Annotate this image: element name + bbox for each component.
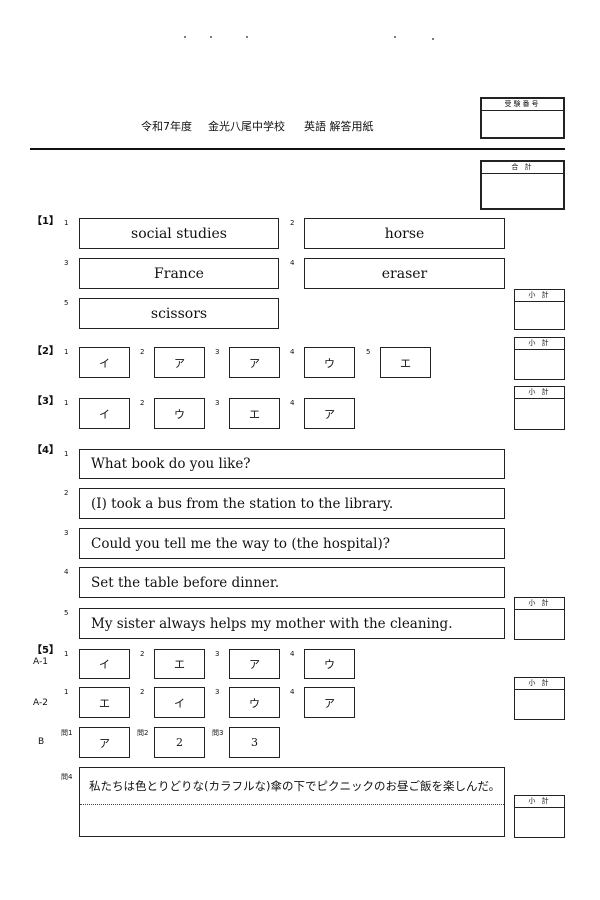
item-number: 1	[64, 450, 69, 458]
answer-box-3-4[interactable]: ア	[304, 398, 355, 429]
subtotal-label: 小 計	[515, 338, 564, 350]
item-number: 2	[140, 399, 145, 407]
answer-box-4-3[interactable]: Could you tell me the way to (the hospit…	[79, 528, 505, 559]
answer-box-5b-3[interactable]: 3	[229, 727, 280, 758]
q4-label: 問4	[61, 773, 73, 781]
header-rule	[30, 148, 565, 150]
answer-box-2-4[interactable]: ウ	[304, 347, 355, 378]
exam-number-box[interactable]: 受験番号	[480, 97, 565, 139]
subtotal-label: 小 計	[515, 796, 564, 808]
item-number: 3	[215, 650, 220, 658]
subtotal-box-2[interactable]: 小 計	[514, 337, 565, 380]
answer-box-3-2[interactable]: ウ	[154, 398, 205, 429]
item-number: 5	[64, 609, 69, 617]
item-number: 1	[64, 650, 69, 658]
answer-box-1-3[interactable]: France	[79, 258, 279, 289]
answer-box-4-1[interactable]: What book do you like?	[79, 449, 505, 479]
answer-box-4-5[interactable]: My sister always helps my mother with th…	[79, 608, 505, 639]
item-number: 4	[290, 348, 295, 356]
answer-box-5b-4[interactable]: 私たちは色とりどりな(カラフルな)傘の下でピクニックのお昼ご飯を楽しんだ。	[79, 767, 505, 837]
item-number: 4	[290, 259, 295, 267]
title-subject: 英語 解答用紙	[304, 120, 374, 133]
answer-box-1-1[interactable]: social studies	[79, 218, 279, 249]
item-number: 4	[290, 688, 295, 696]
answer-box-5a2-4[interactable]: ア	[304, 687, 355, 718]
title-school: 金光八尾中学校	[208, 120, 285, 133]
answer-box-5a2-3[interactable]: ウ	[229, 687, 280, 718]
item-number: 3	[215, 399, 220, 407]
answer-box-2-5[interactable]: エ	[380, 347, 431, 378]
scan-dot	[394, 36, 396, 38]
section-3-label: 【3】	[32, 396, 59, 407]
total-label: 合 計	[482, 162, 563, 174]
item-number: 4	[64, 568, 69, 576]
section-2-label: 【2】	[32, 346, 59, 357]
item-number: 3	[215, 348, 220, 356]
answer-box-2-3[interactable]: ア	[229, 347, 280, 378]
subtotal-label: 小 計	[515, 290, 564, 302]
section-5-label: 【5】	[32, 645, 59, 656]
subtotal-label: 小 計	[515, 387, 564, 399]
item-number: 2	[64, 489, 69, 497]
item-number: 問2	[137, 729, 149, 737]
answer-box-5a2-1[interactable]: エ	[79, 687, 130, 718]
item-number: 4	[290, 650, 295, 658]
part-a2-label: A-2	[33, 698, 48, 708]
item-number: 5	[64, 299, 69, 307]
item-number: 問1	[61, 729, 73, 737]
subtotal-label: 小 計	[515, 598, 564, 610]
item-number: 1	[64, 688, 69, 696]
item-number: 1	[64, 399, 69, 407]
subtotal-box-4[interactable]: 小 計	[514, 597, 565, 640]
item-number: 2	[140, 688, 145, 696]
item-number: 5	[366, 348, 371, 356]
answer-box-5a1-4[interactable]: ウ	[304, 649, 355, 679]
exam-number-label: 受験番号	[482, 99, 563, 111]
answer-box-5a1-3[interactable]: ア	[229, 649, 280, 679]
answer-box-5b-1[interactable]: ア	[79, 727, 130, 758]
answer-box-2-2[interactable]: ア	[154, 347, 205, 378]
answer-box-5b-2[interactable]: 2	[154, 727, 205, 758]
subtotal-label: 小 計	[515, 678, 564, 690]
scan-dot	[184, 36, 186, 38]
total-score-box[interactable]: 合 計	[480, 160, 565, 210]
title-year: 令和7年度	[141, 120, 192, 133]
item-number: 1	[64, 348, 69, 356]
subtotal-box-5b[interactable]: 小 計	[514, 795, 565, 838]
item-number: 2	[290, 219, 295, 227]
part-a1-label: A-1	[33, 657, 48, 667]
item-number: 3	[215, 688, 220, 696]
item-number: 3	[64, 529, 69, 537]
answer-box-2-1[interactable]: イ	[79, 347, 130, 378]
item-number: 4	[290, 399, 295, 407]
item-number: 1	[64, 219, 69, 227]
answer-box-1-5[interactable]: scissors	[79, 298, 279, 329]
item-number: 3	[64, 259, 69, 267]
answer-box-5a2-2[interactable]: イ	[154, 687, 205, 718]
answer-box-5a1-2[interactable]: エ	[154, 649, 205, 679]
subtotal-box-3[interactable]: 小 計	[514, 386, 565, 430]
item-number: 問3	[212, 729, 224, 737]
answer-box-5a1-1[interactable]: イ	[79, 649, 130, 679]
subtotal-box-5a[interactable]: 小 計	[514, 677, 565, 720]
item-number: 2	[140, 650, 145, 658]
scan-dot	[432, 38, 434, 40]
answer-box-4-4[interactable]: Set the table before dinner.	[79, 567, 505, 598]
answer-box-3-1[interactable]: イ	[79, 398, 130, 429]
answer-box-1-2[interactable]: horse	[304, 218, 505, 249]
answer-box-1-4[interactable]: eraser	[304, 258, 505, 289]
part-b-label: B	[38, 737, 45, 747]
section-1-label: 【1】	[32, 216, 59, 227]
item-number: 2	[140, 348, 145, 356]
subtotal-box-1[interactable]: 小 計	[514, 289, 565, 330]
answer-box-4-2[interactable]: (I) took a bus from the station to the l…	[79, 488, 505, 519]
scan-dot	[210, 36, 212, 38]
scan-dot	[246, 36, 248, 38]
q4-answer-text: 私たちは色とりどりな(カラフルな)傘の下でピクニックのお昼ご飯を楽しんだ。	[89, 779, 501, 793]
q4-dotted-divider	[80, 804, 504, 805]
section-4-label: 【4】	[32, 445, 59, 456]
answer-box-3-3[interactable]: エ	[229, 398, 280, 429]
